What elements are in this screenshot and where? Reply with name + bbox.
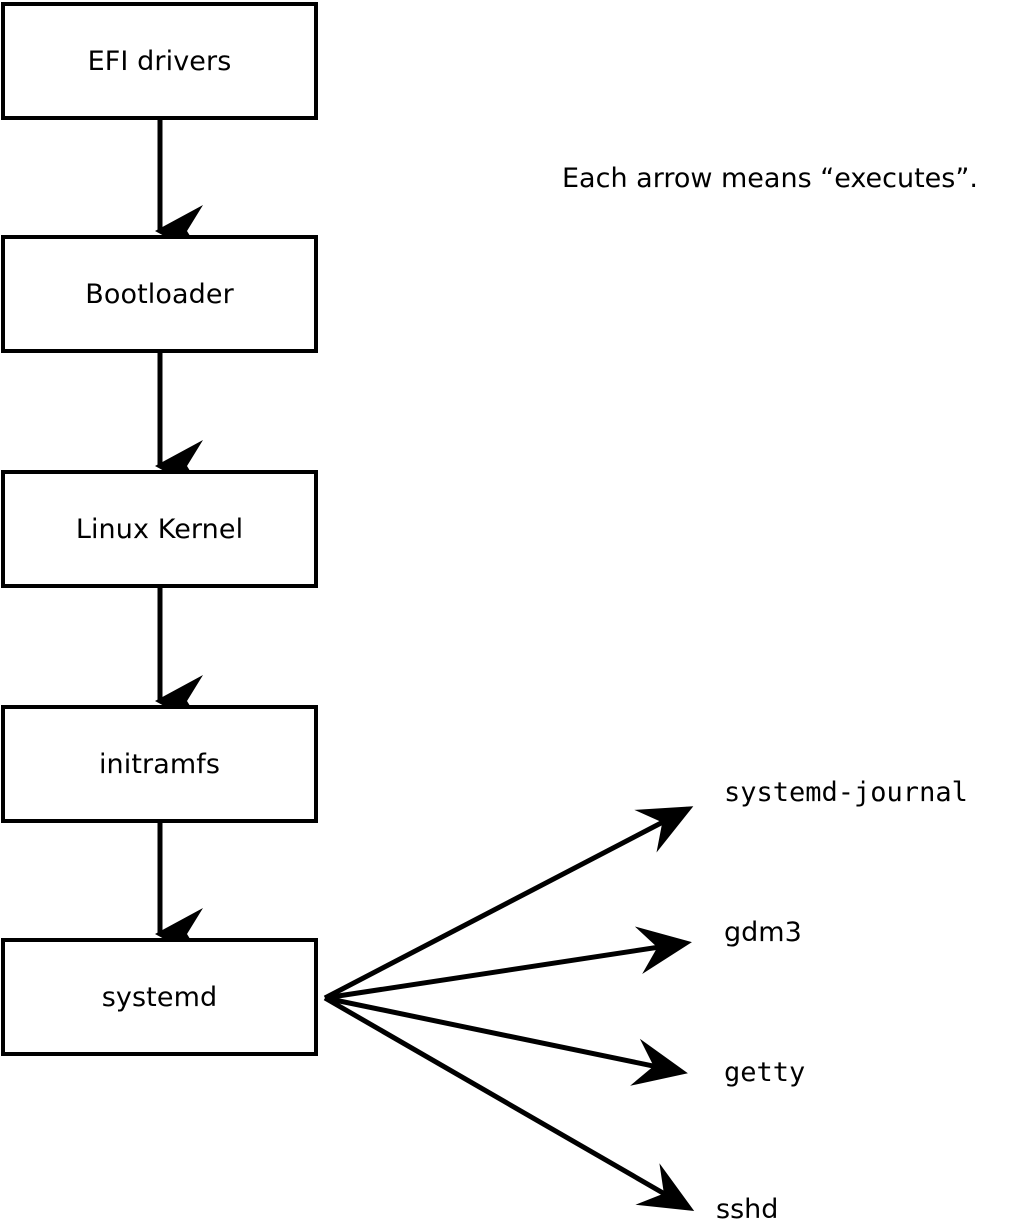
fanout-arrow-gdm3 <box>324 926 692 1001</box>
service-label-getty: getty <box>724 1057 806 1088</box>
stage-label-linux-kernel: Linux Kernel <box>75 513 244 545</box>
fanout-arrow-sshd <box>323 995 695 1211</box>
stage-box-systemd[interactable]: systemd <box>1 938 318 1056</box>
stage-label-initramfs: initramfs <box>98 748 221 780</box>
arrow-legend-note: Each arrow means “executes”. <box>562 163 978 194</box>
stage-label-bootloader: Bootloader <box>85 278 234 310</box>
fanout-arrow-systemd-journal <box>323 806 694 1001</box>
service-label-gdm3: gdm3 <box>724 917 802 948</box>
fanout-arrow-getty <box>324 995 688 1086</box>
stage-box-efi-drivers[interactable]: EFI drivers <box>1 2 318 120</box>
stage-box-bootloader[interactable]: Bootloader <box>1 235 318 353</box>
service-label-systemd-journal: systemd-journal <box>724 777 968 808</box>
stage-label-efi-drivers: EFI drivers <box>87 45 232 77</box>
stage-box-linux-kernel[interactable]: Linux Kernel <box>1 470 318 588</box>
stage-label-systemd: systemd <box>101 981 218 1013</box>
stage-box-initramfs[interactable]: initramfs <box>1 705 318 823</box>
service-label-sshd: sshd <box>716 1194 779 1225</box>
